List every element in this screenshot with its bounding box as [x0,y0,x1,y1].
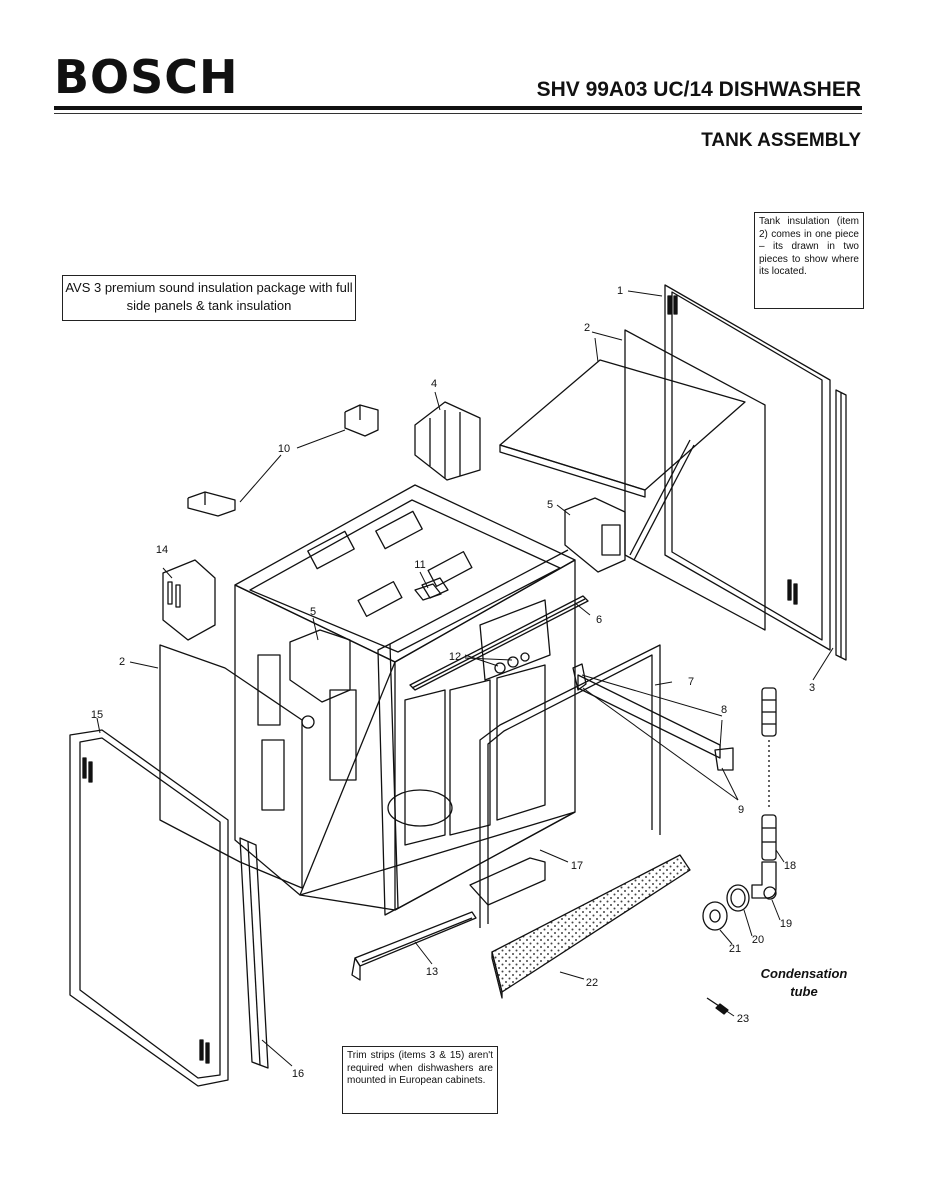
clip-11 [421,577,449,599]
tank-insulation-note: Tank insulation (item 2) comes in one pi… [754,212,864,309]
left-trim-strip-16 [239,837,269,1069]
callout-21: 21 [728,943,742,955]
callout-14: 14 [155,544,169,556]
nut-21 [702,901,728,931]
callout-17: 17 [570,860,584,872]
bottom-trim-13 [351,911,477,981]
callout-18: 18 [783,860,797,872]
left-side-panel-15 [69,729,229,1087]
callout-19: 19 [779,918,793,930]
condensation-tube-label: Condensation tube [760,966,848,999]
callout-16: 16 [291,1068,305,1080]
callout-22: 22 [585,977,599,989]
tank-insulation-left-2 [159,644,303,889]
callout-6: 6 [595,614,603,626]
callout-11: 11 [414,559,426,571]
left-bracket-14 [162,559,216,641]
top-rail-6 [409,595,589,691]
section-title: TANK ASSEMBLY [701,130,861,151]
kick-panel-22 [491,854,691,999]
callout-1: 1 [616,285,624,297]
sensor-block-5-right [564,497,626,573]
callout-3: 3 [808,682,816,694]
leader-lines [96,290,834,1067]
callout-23: 23 [736,1013,750,1025]
side-rail-8-9 [572,663,734,771]
callout-9: 9 [737,804,745,816]
hinge-bracket-12 [479,599,551,681]
bottom-rail-17 [469,857,546,906]
bracket-10-lower [187,491,236,517]
insulation-package-note: AVS 3 premium sound insulation package w… [62,275,356,321]
callout-8: 8 [720,704,728,716]
screw-23 [706,997,729,1015]
callout-7: 7 [687,676,695,688]
brand-logo: BOSCH [54,50,239,104]
callout-4: 4 [430,378,438,390]
right-trim-strip-3 [835,389,847,661]
callout-5-right: 5 [546,499,554,511]
tank-insulation-upper-2 [499,329,766,631]
trim-strips-note: Trim strips (items 3 & 15) aren't requir… [342,1046,498,1114]
header-rule-thin [54,113,862,114]
callout-20: 20 [751,934,765,946]
callout-10: 10 [277,443,291,455]
bracket-10-upper [344,404,379,437]
door-seal-frame-7 [479,644,661,928]
condensation-tube-18 [761,687,777,861]
callout-13: 13 [425,966,439,978]
callout-15: 15 [90,709,104,721]
connector-4 [414,401,481,481]
sensor-block-5-left [289,629,351,729]
ring-20 [726,884,750,912]
callout-12: 12 [448,651,462,663]
callout-2-left: 2 [118,656,126,668]
model-title: SHV 99A03 UC/14 DISHWASHER [536,78,861,101]
elbow-19 [751,861,777,900]
right-side-panel-1 [664,284,831,651]
tank-body [234,484,576,916]
callout-2-upper: 2 [583,322,591,334]
callout-5-left: 5 [309,606,317,618]
header-rule [54,106,862,110]
